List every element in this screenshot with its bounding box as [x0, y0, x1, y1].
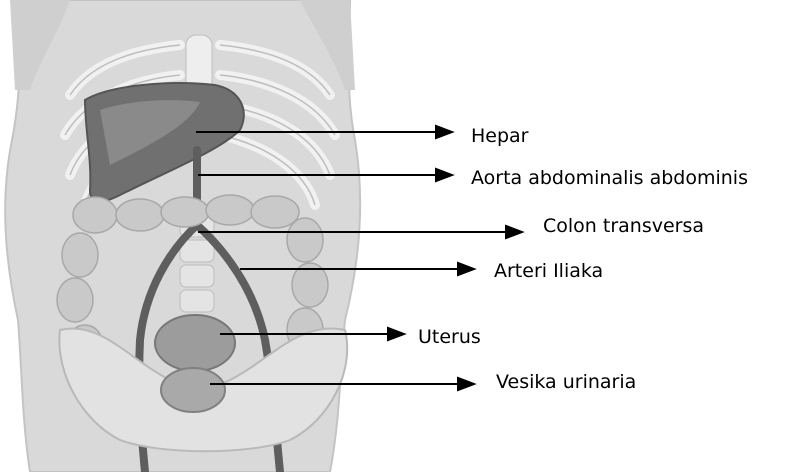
arrow-head-vesika: [458, 378, 474, 390]
arrow-head-uterus: [388, 328, 404, 340]
bladder: [161, 368, 225, 412]
label-hepar: Hepar: [471, 127, 529, 146]
label-uterus: Uterus: [418, 328, 481, 347]
label-arteri: Arteri Iliaka: [494, 262, 603, 281]
uterus: [155, 315, 235, 371]
arrow-head-hepar: [436, 126, 452, 138]
arrow-head-aorta: [436, 169, 452, 181]
label-aorta: Aorta abdominalis abdominis: [471, 169, 748, 188]
arrow-head-colon: [506, 226, 522, 238]
arrow-head-arteri: [458, 263, 474, 275]
label-vesika: Vesika urinaria: [496, 373, 636, 392]
label-colon: Colon transversa: [543, 217, 704, 236]
